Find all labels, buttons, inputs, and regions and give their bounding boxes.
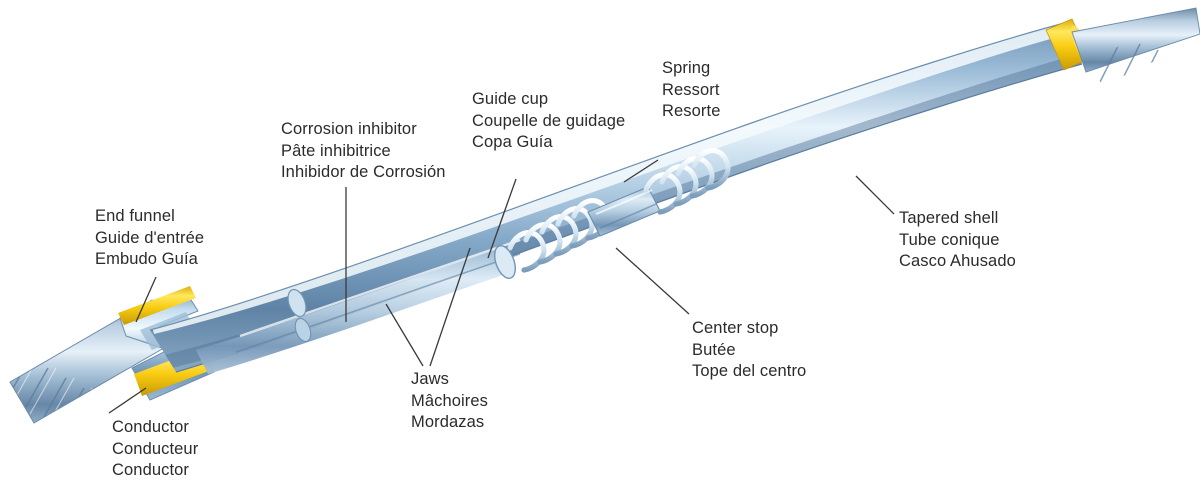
label-end-funnel: End funnel Guide d'entrée Embudo Guía	[95, 206, 204, 271]
spring-right	[643, 148, 731, 215]
label-end-funnel-fr: Guide d'entrée	[95, 228, 205, 247]
label-jaws-es: Mordazas	[411, 413, 485, 431]
leader-guide-cup	[487, 178, 517, 259]
leader-conductor	[108, 387, 147, 414]
center-stop-collar	[587, 186, 661, 237]
yellow-band-left	[118, 286, 196, 325]
label-jaws-fr: Mâchoires	[411, 391, 489, 410]
label-spring-fr: Ressort	[662, 80, 720, 99]
label-conductor: Conductor Conducteur Conductor	[112, 417, 198, 482]
label-tapered-shell-fr: Tube conique	[899, 230, 1000, 249]
jaws-sleeve	[196, 238, 521, 374]
label-conductor-fr: Conducteur	[112, 439, 199, 458]
label-tapered-shell: Tapered shell Tube conique Casco Ahusado	[899, 208, 1016, 273]
label-conductor-es: Conductor	[112, 461, 190, 479]
label-guide-cup: Guide cup Coupelle de guidage Copa Guía	[472, 89, 625, 154]
label-jaws-en: Jaws	[411, 370, 449, 388]
label-center-stop: Center stop Butée Tope del centro	[692, 318, 806, 383]
leader-jaws-a	[385, 303, 424, 367]
label-center-stop-en: Center stop	[692, 319, 779, 337]
label-spring: Spring Ressort Resorte	[662, 58, 720, 123]
jaw-ring-lower	[294, 317, 312, 343]
leader-spring	[623, 159, 659, 183]
leader-end-funnel	[135, 276, 157, 323]
label-guide-cup-fr: Coupelle de guidage	[472, 111, 626, 130]
leader-lines	[108, 159, 895, 414]
label-jaws: Jaws Mâchoires Mordazas	[411, 369, 488, 434]
label-center-stop-es: Tope del centro	[692, 362, 807, 380]
label-corrosion-inhibitor-es: Inhibidor de Corrosión	[281, 163, 446, 181]
label-end-funnel-es: Embudo Guía	[95, 250, 198, 268]
label-conductor-en: Conductor	[112, 418, 190, 436]
label-tapered-shell-es: Casco Ahusado	[899, 252, 1016, 270]
guide-cup	[494, 245, 516, 279]
label-end-funnel-en: End funnel	[95, 207, 175, 225]
label-spring-es: Resorte	[662, 102, 721, 120]
label-guide-cup-es: Copa Guía	[472, 133, 553, 151]
label-corrosion-inhibitor: Corrosion inhibitor Pâte inhibitrice Inh…	[281, 119, 446, 184]
leader-tapered-shell	[855, 175, 895, 215]
leader-center-stop	[615, 247, 690, 315]
label-spring-en: Spring	[662, 59, 711, 77]
label-tapered-shell-en: Tapered shell	[899, 209, 999, 227]
leader-jaws-b	[429, 247, 471, 367]
label-corrosion-inhibitor-fr: Pâte inhibitrice	[281, 141, 391, 160]
jaw-ring-upper	[287, 288, 307, 318]
label-guide-cup-en: Guide cup	[472, 90, 549, 108]
label-corrosion-inhibitor-en: Corrosion inhibitor	[281, 120, 417, 138]
conductor-cable-right	[1071, 7, 1200, 86]
label-center-stop-fr: Butée	[692, 340, 736, 359]
